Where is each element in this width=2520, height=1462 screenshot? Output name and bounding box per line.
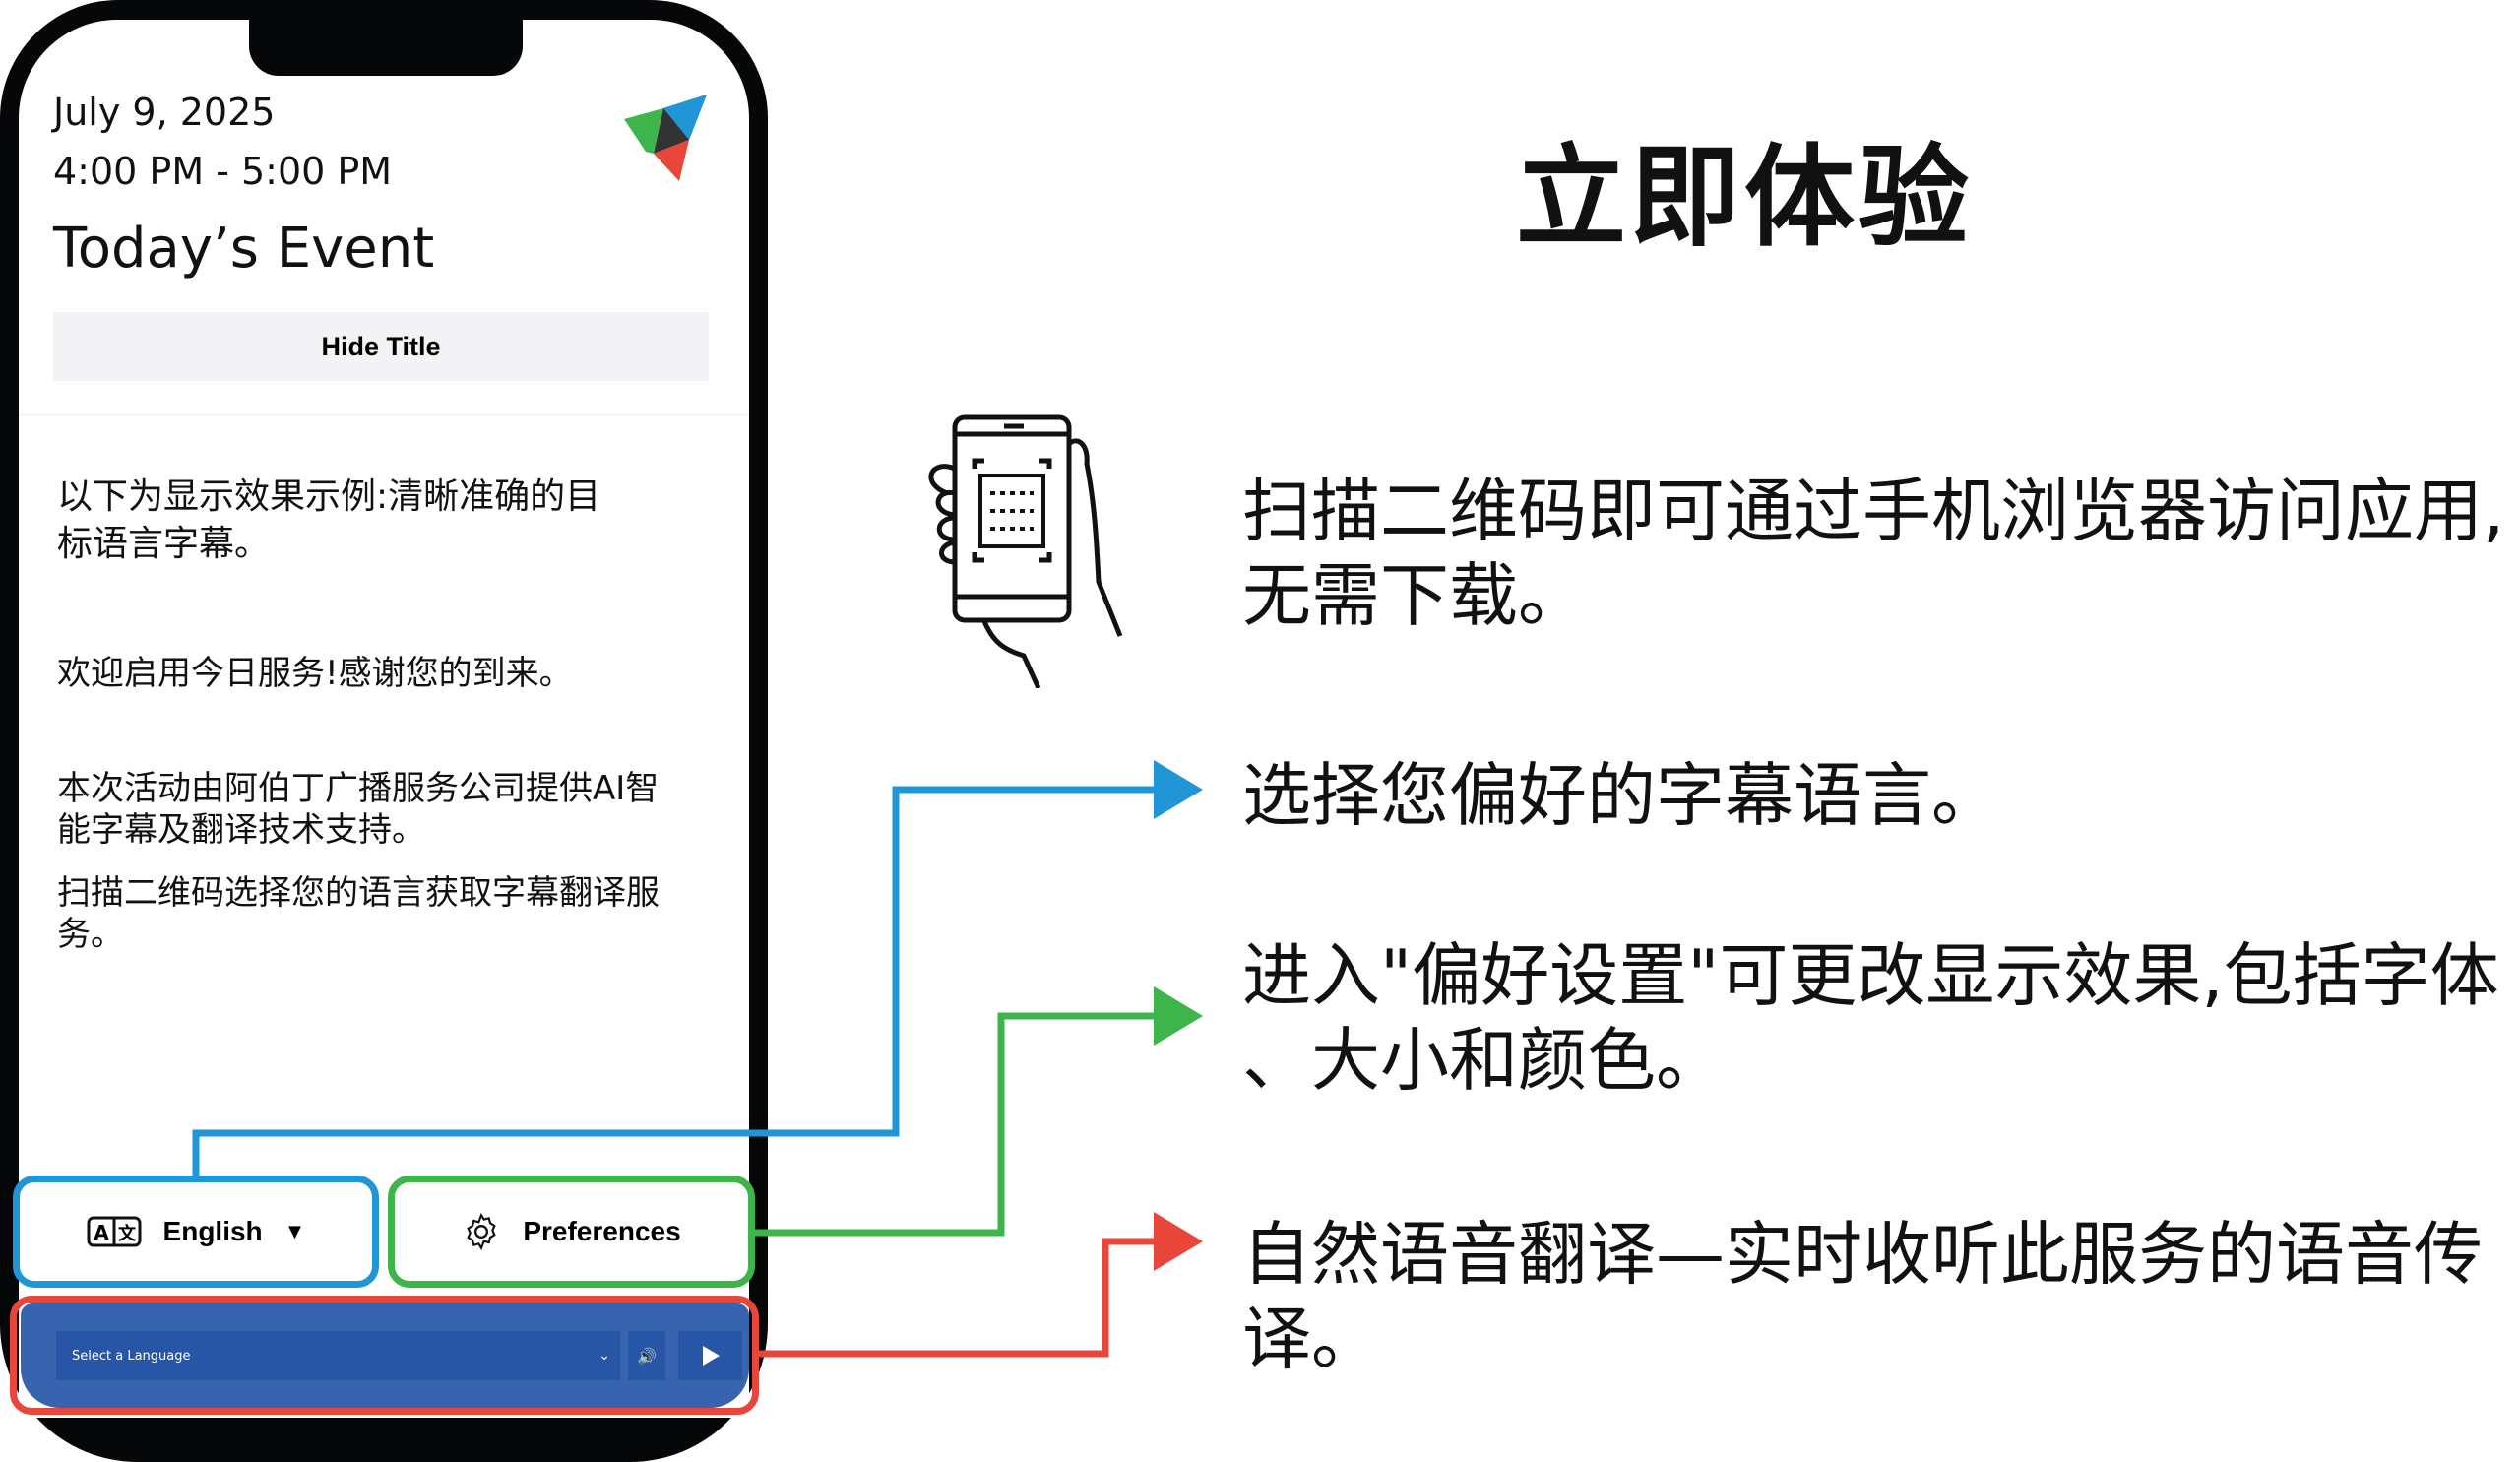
green-arrowhead — [1154, 986, 1203, 1046]
chevron-down-icon: ⌄ — [598, 1348, 610, 1364]
audio-highlight-box — [10, 1296, 759, 1415]
caption-message: 欢迎启用今日服务!感谢您的到来。 — [57, 650, 573, 697]
play-button[interactable] — [678, 1331, 742, 1380]
blue-connector — [192, 786, 1162, 1176]
step-line: 自然语音翻译—实时收听此服务的语音传 — [1242, 1214, 2483, 1295]
language-button[interactable]: A 文 English ▼ — [13, 1176, 379, 1288]
svg-text:文: 文 — [118, 1223, 137, 1244]
caption-message: 扫描二维码选择您的语言获取字幕翻译服 务。 — [57, 872, 660, 955]
play-icon — [702, 1346, 720, 1366]
caption-message: 以下为显示效果示例:清晰准确的目 标语言字幕。 — [57, 474, 600, 568]
event-title: Today’s Event — [53, 217, 435, 281]
preferences-button[interactable]: Preferences — [388, 1176, 755, 1288]
promo-heading: 立即体验 — [1516, 134, 1973, 262]
step-scan-qr: 扫描二维码即可通过手机浏览器访问应用, 无需下载。 — [1242, 469, 2504, 638]
step-line: 、大小和颜色。 — [1242, 1020, 1725, 1101]
caption-line: 务。 — [57, 915, 124, 954]
step-voice-translation: 自然语音翻译—实时收听此服务的语音传 译。 — [1242, 1212, 2483, 1381]
step-line: 选择您偏好的字幕语言。 — [1242, 755, 2000, 836]
preferences-label: Preferences — [523, 1216, 681, 1246]
hide-title-button[interactable]: Hide Title — [53, 312, 709, 381]
dropdown-triangle-icon: ▼ — [284, 1219, 306, 1243]
step-line: 译。 — [1242, 1299, 1380, 1379]
audio-language-select[interactable]: Select a Language ⌄ — [56, 1331, 620, 1380]
red-connector — [759, 1238, 1162, 1358]
step-line: 进入"偏好设置"可更改显示效果,包括字体 — [1242, 935, 2499, 1016]
blue-arrowhead — [1154, 760, 1203, 819]
caption-line: 标语言字幕。 — [57, 524, 271, 564]
step-select-language: 选择您偏好的字幕语言。 — [1242, 753, 2000, 838]
translate-icon: A 文 — [87, 1216, 142, 1247]
language-label: English — [162, 1216, 263, 1246]
brand-logo — [624, 95, 707, 181]
step-line: 无需下载。 — [1242, 555, 1587, 636]
select-placeholder: Select a Language — [72, 1348, 191, 1364]
caption-line: 以下为显示效果示例:清晰准确的目 — [57, 477, 601, 517]
caption-line: 扫描二维码选择您的语言获取字幕翻译服 — [57, 873, 660, 913]
event-date: July 9, 2025 — [53, 91, 276, 134]
speaker-icon: 🔊 — [637, 1346, 657, 1366]
event-time: 4:00 PM - 5:00 PM — [53, 150, 393, 193]
step-line: 扫描二维码即可通过手机浏览器访问应用, — [1242, 471, 2505, 551]
speaker-button[interactable]: 🔊 — [628, 1331, 665, 1380]
divider — [19, 414, 749, 415]
green-connector — [755, 1012, 1162, 1237]
svg-text:A: A — [94, 1221, 109, 1244]
step-preferences: 进入"偏好设置"可更改显示效果,包括字体 、大小和颜色。 — [1242, 933, 2499, 1103]
phone-notch — [249, 0, 523, 76]
caption-line: 本次活动由阿伯丁广播服务公司提供AI智 — [57, 769, 660, 808]
caption-message: 本次活动由阿伯丁广播服务公司提供AI智 能字幕及翻译技术支持。 — [57, 768, 659, 851]
red-arrowhead — [1154, 1212, 1203, 1271]
gear-icon — [467, 1212, 497, 1251]
caption-line: 欢迎启用今日服务!感谢您的到来。 — [57, 654, 573, 693]
phone-qr-scan-icon — [928, 414, 1123, 688]
caption-line: 能字幕及翻译技术支持。 — [57, 810, 425, 850]
